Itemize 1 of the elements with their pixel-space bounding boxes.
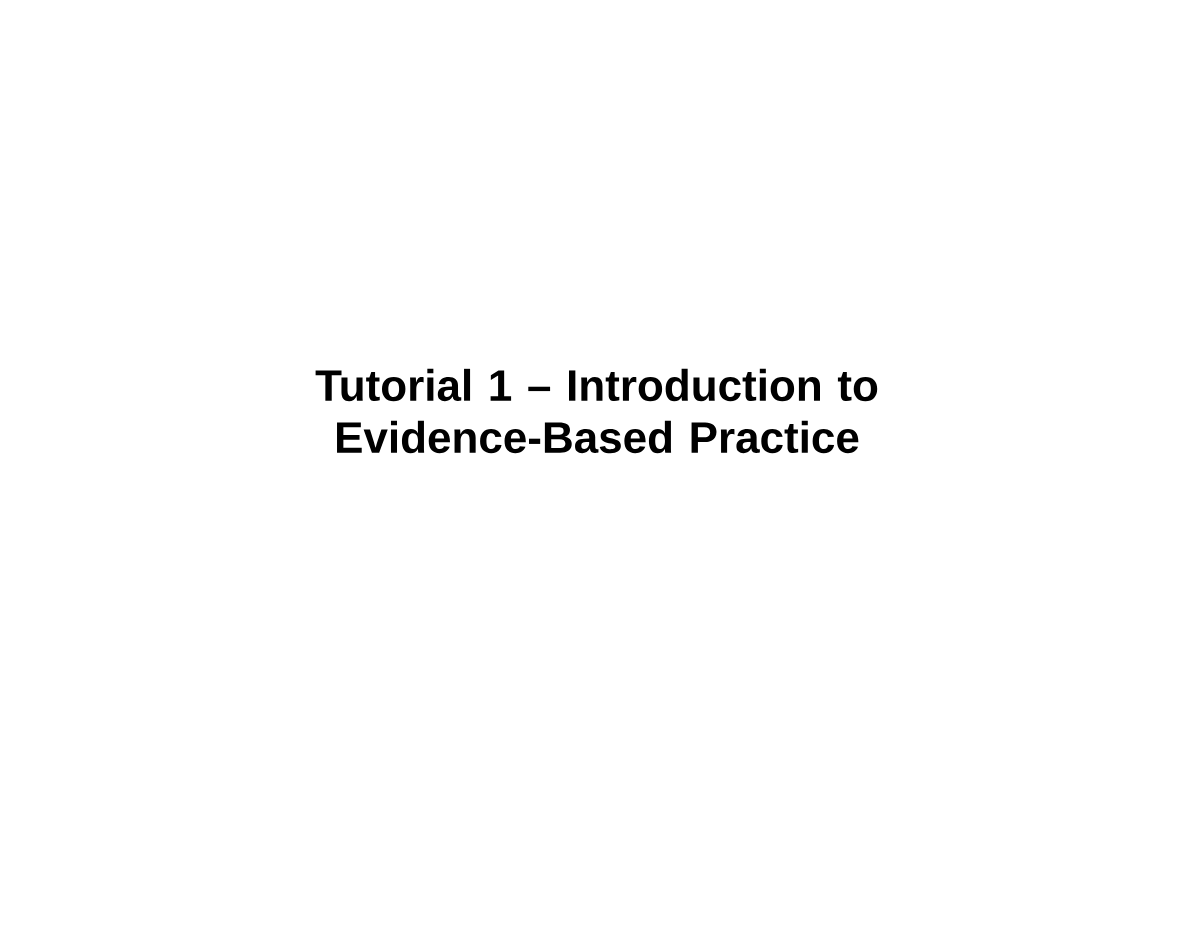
slide-title: Tutorial 1 – Introduction to Evidence-Based Practice	[315, 368, 878, 454]
